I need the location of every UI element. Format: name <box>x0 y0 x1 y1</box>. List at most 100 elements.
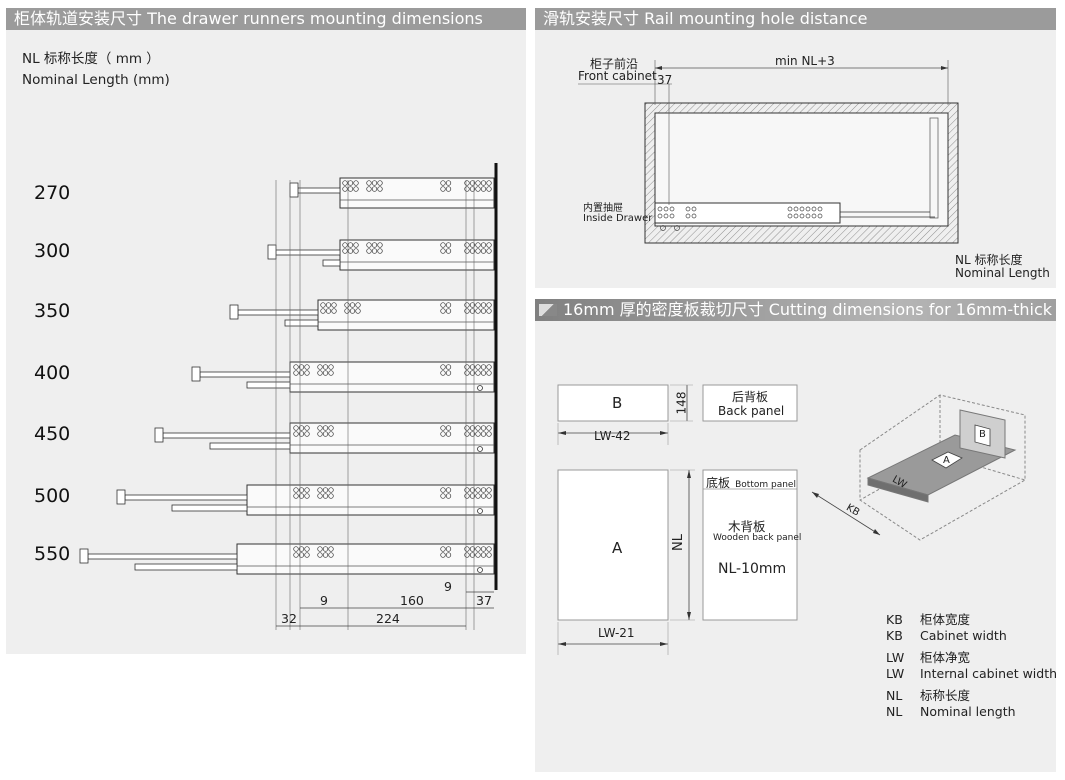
mounting-hole <box>322 552 329 558</box>
mdf-header-text: 16mm 厚的密度板裁切尺寸 Cutting dimensions for 16… <box>563 300 1056 319</box>
legend-code: LW <box>886 650 905 665</box>
mounting-hole <box>486 186 492 192</box>
bottom-panel-en: Bottom panel <box>735 480 796 490</box>
mounting-hole <box>445 302 452 308</box>
nl-label-cn: NL 标称长度（ mm ） <box>22 51 160 67</box>
mounting-hole <box>445 431 452 437</box>
length-label-400: 400 <box>34 362 71 384</box>
mounting-hole <box>445 364 452 370</box>
mounting-hole <box>469 302 476 308</box>
mounting-hole <box>475 186 481 192</box>
mounting-hole <box>486 302 492 308</box>
legend-cn: 标称长度 <box>920 688 971 703</box>
mounting-hole <box>328 552 334 558</box>
mounting-hole <box>480 364 487 370</box>
mounting-hole <box>486 242 492 248</box>
mounting-hole <box>480 370 487 376</box>
dim-9-upper: 9 <box>444 579 452 594</box>
mounting-hole <box>464 364 470 370</box>
mounting-hole <box>304 431 310 437</box>
dim-32: 32 <box>281 611 297 626</box>
mounting-hole <box>304 493 310 499</box>
mounting-hole <box>469 242 476 248</box>
mounting-hole <box>328 425 334 431</box>
mounting-hole <box>486 180 492 186</box>
mounting-hole <box>469 364 476 370</box>
mounting-hole <box>480 308 487 314</box>
mounting-hole <box>480 431 487 437</box>
rail-min-nl: min NL+3 <box>775 54 835 68</box>
legend-code: KB <box>886 628 903 643</box>
mounting-hole <box>344 302 350 308</box>
mounting-hole <box>304 552 310 558</box>
mounting-hole <box>298 431 305 437</box>
mounting-hole <box>475 180 481 186</box>
runners-drawing <box>79 163 498 630</box>
mounting-hole <box>445 248 452 254</box>
mounting-hole <box>445 308 452 314</box>
mounting-hole <box>486 431 492 437</box>
iso-b-label: B <box>979 429 986 440</box>
rear-bracket <box>154 427 164 443</box>
rail-nl-cn: NL 标称长度 <box>955 253 1023 267</box>
mounting-hole <box>475 552 481 558</box>
mounting-hole <box>475 248 481 254</box>
panel-b-height: 148 <box>674 391 689 415</box>
mounting-hole <box>486 370 492 376</box>
mounting-hole <box>293 487 299 493</box>
mounting-hole <box>464 552 470 558</box>
back-panel-cn: 后背板 <box>732 390 769 404</box>
mounting-hole <box>317 364 323 370</box>
mounting-hole <box>317 493 323 499</box>
nl-label-en: Nominal Length (mm) <box>22 72 170 88</box>
runner-body <box>246 484 495 516</box>
mounting-hole <box>469 186 476 192</box>
inside-drawer-cn: 内置抽屉 <box>583 203 623 214</box>
legend-code: KB <box>886 612 903 627</box>
mounting-hole <box>486 487 492 493</box>
mounting-hole <box>304 487 310 493</box>
mounting-hole <box>304 546 310 552</box>
mounting-hole <box>328 546 334 552</box>
mounting-hole <box>486 552 492 558</box>
iso-a-label: A <box>943 455 950 466</box>
screw-hole <box>477 446 483 452</box>
legend-cn: 柜体宽度 <box>920 612 971 627</box>
mounting-hole <box>317 546 323 552</box>
left-panel-header: 柜体轨道安装尺寸 The drawer runners mounting dim… <box>6 8 526 30</box>
mounting-hole <box>328 431 334 437</box>
mounting-hole <box>293 431 299 437</box>
mounting-hole <box>355 302 361 308</box>
mounting-hole <box>371 180 378 186</box>
mounting-hole <box>440 493 446 499</box>
mounting-hole <box>475 370 481 376</box>
mounting-hole <box>445 180 452 186</box>
runner-body <box>339 177 495 209</box>
mdf-header-icon <box>539 304 557 316</box>
screw-hole <box>477 508 483 514</box>
mounting-hole <box>480 242 487 248</box>
mounting-hole <box>293 364 299 370</box>
mounting-hole <box>366 180 372 186</box>
mounting-hole <box>331 302 337 308</box>
mounting-hole <box>475 431 481 437</box>
mounting-hole <box>480 302 487 308</box>
bottom-panel-cn: 底板 <box>706 476 731 490</box>
mounting-hole <box>445 546 452 552</box>
mounting-hole <box>469 493 476 499</box>
mounting-hole <box>445 493 452 499</box>
mounting-hole <box>304 364 310 370</box>
mounting-hole <box>322 370 329 376</box>
mounting-hole <box>475 425 481 431</box>
mounting-hole <box>322 493 329 499</box>
rail-drawing <box>578 60 959 244</box>
panel-a-label: A <box>612 539 623 557</box>
mounting-hole <box>322 425 329 431</box>
length-label-450: 450 <box>34 423 71 445</box>
dim-160: 160 <box>400 593 424 608</box>
mounting-hole <box>480 180 487 186</box>
nl-10mm: NL-10mm <box>718 561 787 577</box>
runner-rail-lower <box>134 563 238 571</box>
mounting-hole <box>486 425 492 431</box>
